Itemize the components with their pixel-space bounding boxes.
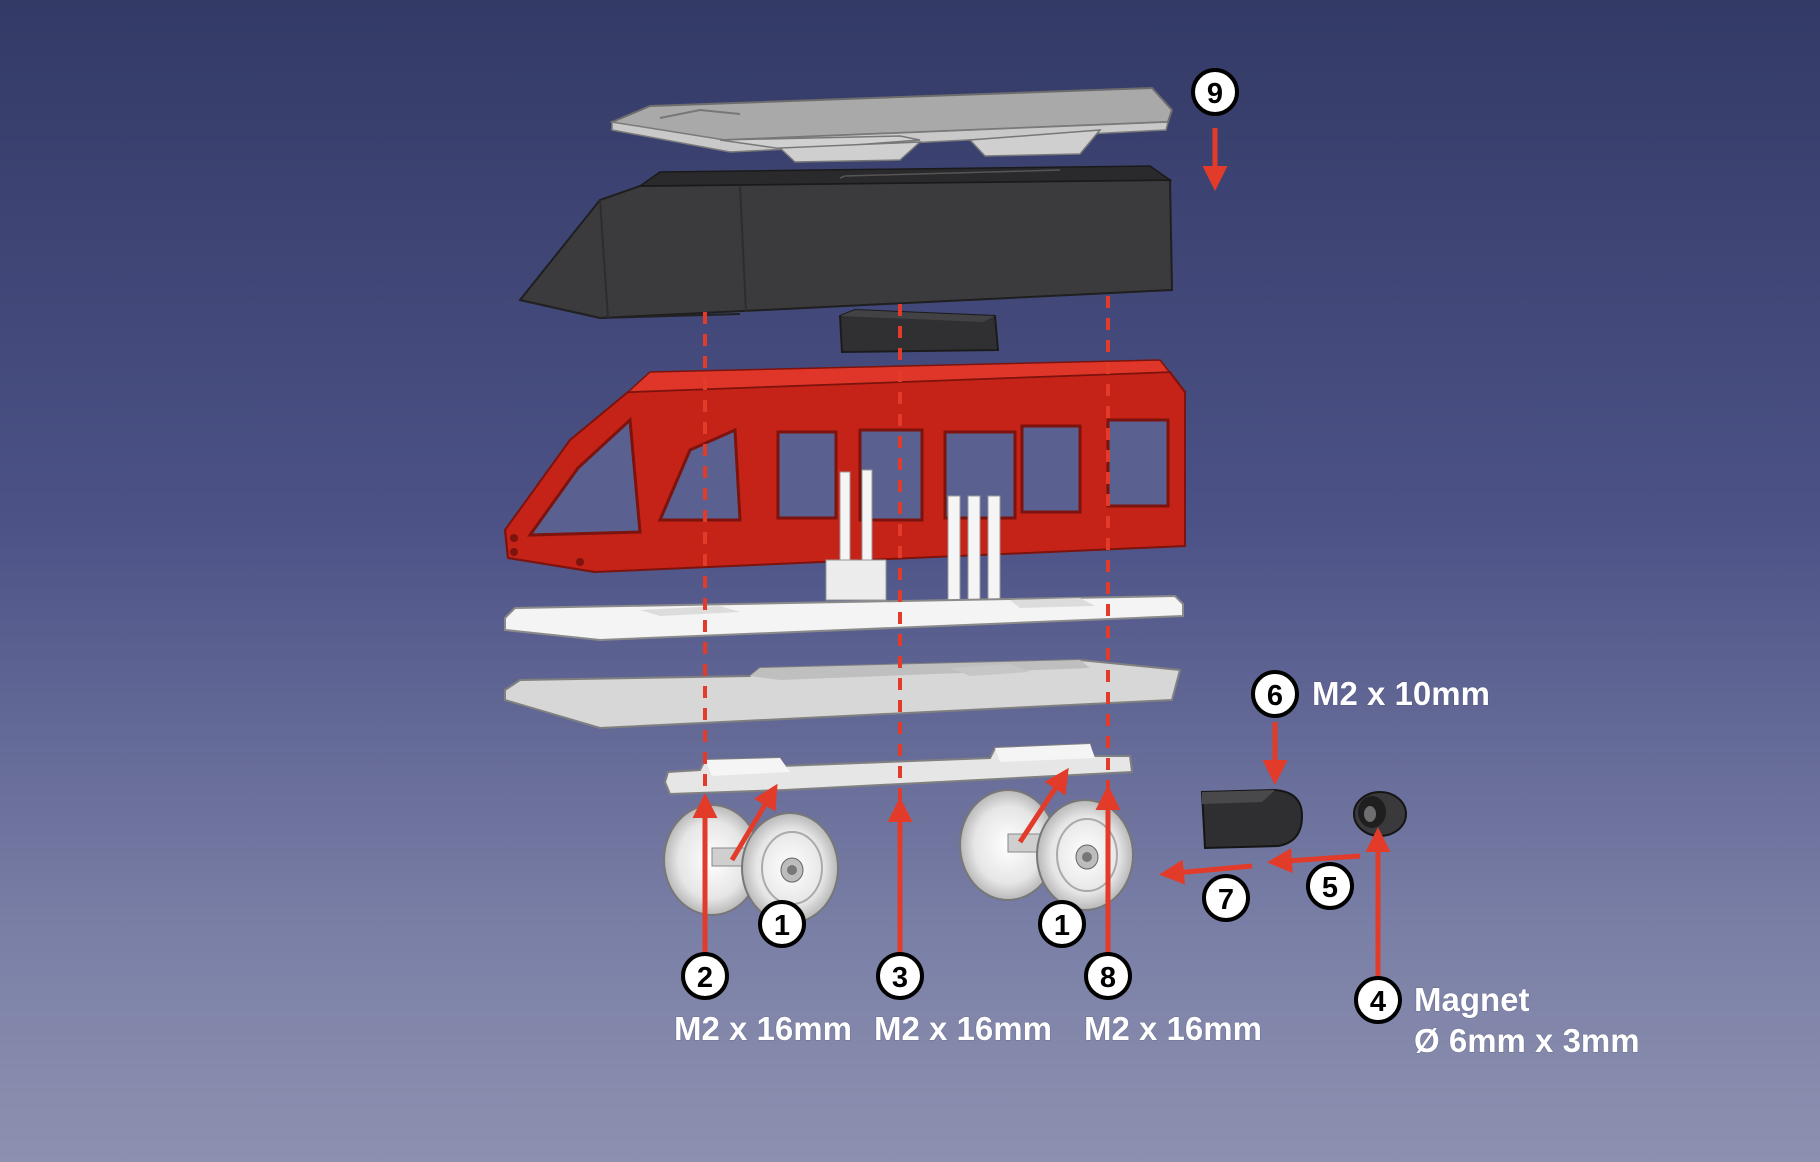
callout-7: 7 [1202,874,1250,922]
grey-chassis-plate-part [504,658,1182,730]
white-floor-plate-part [504,594,1184,642]
coupler-housing-part [1200,788,1304,850]
red-body-frame-part [503,359,1186,609]
svg-text:6: 6 [1267,680,1283,712]
wheelset-left [663,804,839,924]
svg-text:8: 8 [1100,962,1116,994]
svg-text:9: 9 [1207,78,1223,110]
screw-label-8: M2 x 16mm [1084,1010,1262,1047]
svg-text:5: 5 [1322,872,1338,904]
assembly-arrows [692,128,1391,980]
dark-body-shell-part [518,165,1174,320]
battery-block-part [838,308,1000,354]
screw-label-6: M2 x 10mm [1312,675,1490,712]
callout-8: 8 [1084,952,1132,1000]
callout-4: 4 [1354,976,1402,1024]
svg-text:7: 7 [1218,884,1234,916]
screw-label-2: M2 x 16mm [674,1010,852,1047]
screw-label-3: M2 x 16mm [874,1010,1052,1047]
svg-text:3: 3 [892,962,908,994]
callout-2: 2 [681,952,729,1000]
svg-text:2: 2 [697,962,713,994]
callout-5: 5 [1306,862,1354,910]
magnet-label-title: Magnet [1414,981,1530,1018]
svg-text:1: 1 [1054,910,1070,942]
magnet-holder-part [1353,791,1407,837]
callout-1a: 1 [758,900,806,948]
svg-text:4: 4 [1370,986,1386,1018]
callout-6: 6 [1251,670,1299,718]
callout-9: 9 [1191,68,1239,116]
roof-cover-part [609,86,1174,163]
callout-1b: 1 [1038,900,1086,948]
svg-text:1: 1 [774,910,790,942]
callout-3: 3 [876,952,924,1000]
magnet-label-size: Ø 6mm x 3mm [1414,1022,1640,1059]
